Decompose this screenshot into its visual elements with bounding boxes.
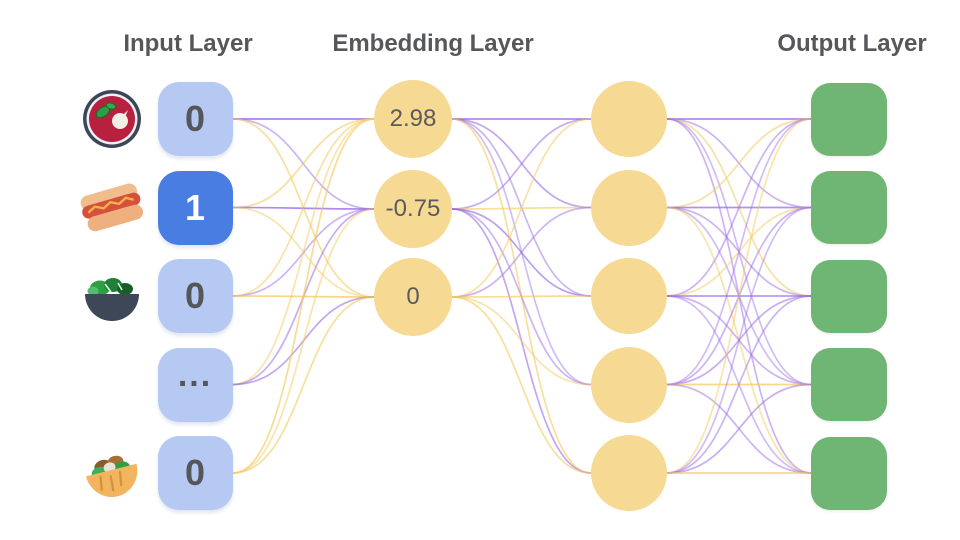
edge-input_to_embedding-2-0 bbox=[232, 118, 375, 297]
embedding-node-value: 2.98 bbox=[389, 105, 437, 132]
borscht-bowl-icon bbox=[80, 87, 144, 151]
embedding-node-0: 2.98 bbox=[374, 80, 452, 158]
edge-hidden_to_output-4-1 bbox=[666, 206, 812, 474]
edge-hidden_to_output-4-0 bbox=[666, 118, 812, 474]
edge-hidden_to_output-3-2 bbox=[666, 295, 812, 386]
output-node-4 bbox=[811, 436, 887, 510]
input-node-0: 0 bbox=[157, 82, 233, 156]
output-node-3 bbox=[811, 348, 887, 421]
input-layer-title: Input Layer bbox=[123, 30, 253, 57]
edge-embedding_to_hidden-2-0 bbox=[451, 118, 592, 298]
output-node-0 bbox=[811, 82, 887, 156]
salad-bowl-icon bbox=[80, 264, 144, 328]
edge-hidden_to_output-2-0 bbox=[666, 118, 812, 297]
input-node-3: ... bbox=[157, 347, 233, 422]
edge-embedding_to_hidden-2-4 bbox=[451, 296, 592, 474]
edge-input_to_embedding-3-0 bbox=[232, 118, 375, 386]
hidden-node-0 bbox=[591, 81, 667, 157]
input-node-value: ... bbox=[177, 356, 213, 394]
hidden-node-4 bbox=[591, 435, 667, 511]
output-layer-title: Output Layer bbox=[777, 30, 927, 57]
edge-input_to_embedding-4-2 bbox=[232, 296, 375, 474]
input-node-4: 0 bbox=[157, 436, 233, 510]
input-node-value: 0 bbox=[184, 275, 206, 316]
input-node-value: 0 bbox=[184, 98, 206, 139]
hidden-node-2 bbox=[591, 258, 667, 334]
edge-input_to_embedding-4-0 bbox=[232, 118, 375, 474]
input-node-2: 0 bbox=[157, 259, 233, 333]
embedding-node-value: 0 bbox=[406, 283, 420, 310]
edge-input_to_embedding-1-0 bbox=[232, 118, 375, 209]
hidden-node-1 bbox=[591, 169, 667, 246]
input-node-1: 1 bbox=[157, 170, 233, 245]
embedding-layer-title: Embedding Layer bbox=[332, 30, 534, 57]
hidden-node-3 bbox=[591, 346, 667, 423]
pita-icon bbox=[80, 441, 144, 505]
embedding-node-2: 0 bbox=[374, 258, 452, 336]
edge-hidden_to_output-4-3 bbox=[666, 383, 812, 474]
edge-embedding_to_hidden-2-2 bbox=[451, 295, 592, 298]
output-node-1 bbox=[811, 171, 887, 244]
edge-embedding_to_hidden-1-0 bbox=[451, 118, 592, 210]
output-node-2 bbox=[811, 259, 887, 333]
edge-hidden_to_output-2-1 bbox=[666, 206, 812, 297]
edge-embedding_to_hidden-2-1 bbox=[451, 206, 592, 298]
hotdog-icon bbox=[80, 176, 144, 240]
input-node-value: 0 bbox=[184, 452, 206, 493]
embedding-node-value: -0.75 bbox=[385, 195, 441, 222]
edge-hidden_to_output-3-0 bbox=[666, 118, 812, 386]
input-node-value: 1 bbox=[184, 186, 206, 228]
embedding-node-1: -0.75 bbox=[374, 170, 452, 248]
edge-embedding_to_hidden-2-3 bbox=[451, 296, 592, 386]
edge-hidden_to_output-4-2 bbox=[666, 295, 812, 474]
edge-input_to_embedding-4-1 bbox=[232, 208, 375, 474]
edge-hidden_to_output-1-0 bbox=[666, 118, 812, 209]
